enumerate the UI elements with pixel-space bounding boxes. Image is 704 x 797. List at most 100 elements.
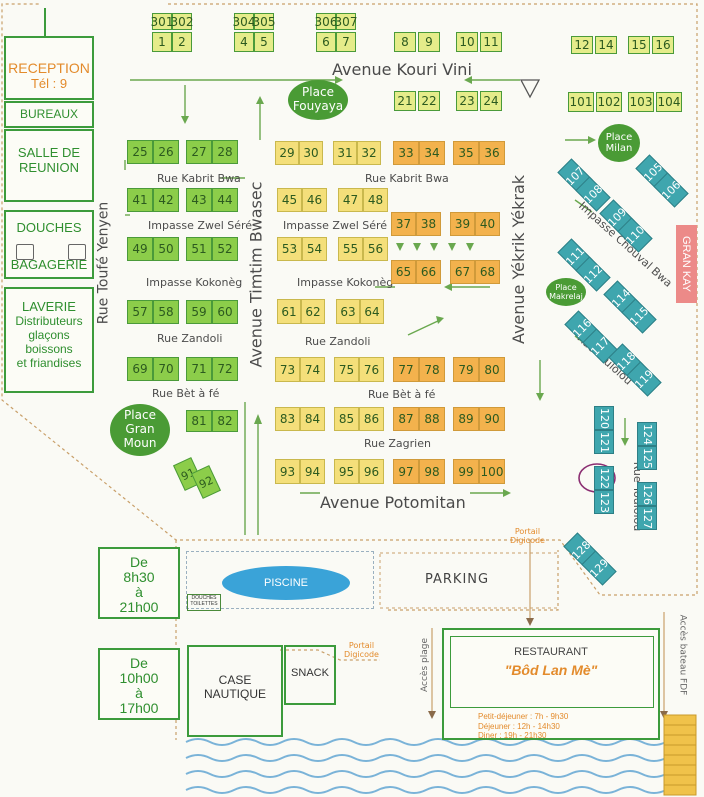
lot-23[interactable]: 23 bbox=[456, 91, 478, 111]
lot-64[interactable]: 64 bbox=[360, 299, 384, 324]
lot-42[interactable]: 42 bbox=[153, 188, 179, 212]
lot-79[interactable]: 79 bbox=[453, 357, 479, 382]
piscine[interactable]: PISCINE bbox=[222, 566, 350, 600]
lot-102[interactable]: 102 bbox=[596, 92, 622, 112]
lot-26[interactable]: 26 bbox=[153, 140, 179, 164]
lot-81[interactable]: 81 bbox=[186, 410, 212, 432]
lot-30[interactable]: 30 bbox=[299, 141, 323, 165]
lot-38[interactable]: 38 bbox=[416, 212, 441, 236]
lot-60[interactable]: 60 bbox=[212, 300, 238, 324]
lot-56[interactable]: 56 bbox=[363, 237, 388, 261]
lot-57[interactable]: 57 bbox=[127, 300, 153, 324]
lot-89[interactable]: 89 bbox=[453, 407, 479, 431]
lot-28[interactable]: 28 bbox=[212, 140, 238, 164]
lot-65[interactable]: 65 bbox=[391, 260, 416, 284]
lot-34[interactable]: 34 bbox=[419, 141, 445, 165]
lot-9[interactable]: 9 bbox=[418, 32, 440, 52]
lot-48[interactable]: 48 bbox=[363, 188, 388, 212]
lot-127[interactable]: 127 bbox=[637, 506, 657, 530]
lot-47[interactable]: 47 bbox=[338, 188, 363, 212]
lot-123[interactable]: 123 bbox=[594, 490, 614, 514]
lot-302[interactable]: 302 bbox=[170, 13, 194, 30]
lot-67[interactable]: 67 bbox=[450, 260, 475, 284]
lot-31[interactable]: 31 bbox=[333, 141, 357, 165]
lot-27[interactable]: 27 bbox=[186, 140, 212, 164]
lot-305[interactable]: 305 bbox=[252, 13, 276, 30]
lot-54[interactable]: 54 bbox=[302, 237, 327, 261]
lot-85[interactable]: 85 bbox=[334, 407, 359, 431]
lot-68[interactable]: 68 bbox=[475, 260, 500, 284]
lot-22[interactable]: 22 bbox=[418, 91, 440, 111]
lot-74[interactable]: 74 bbox=[300, 357, 325, 382]
lot-2[interactable]: 2 bbox=[172, 32, 192, 52]
lot-58[interactable]: 58 bbox=[153, 300, 179, 324]
case-nautique[interactable]: CASE NAUTIQUE bbox=[187, 645, 283, 737]
lot-4[interactable]: 4 bbox=[234, 32, 254, 52]
lot-307[interactable]: 307 bbox=[334, 13, 358, 30]
gran-kay[interactable]: GRAN KAY bbox=[676, 225, 697, 303]
lot-70[interactable]: 70 bbox=[153, 357, 179, 381]
lot-40[interactable]: 40 bbox=[475, 212, 500, 236]
lot-80[interactable]: 80 bbox=[479, 357, 505, 382]
lot-32[interactable]: 32 bbox=[357, 141, 381, 165]
lot-10[interactable]: 10 bbox=[456, 32, 478, 52]
lot-104[interactable]: 104 bbox=[656, 92, 682, 112]
lot-304[interactable]: 304 bbox=[232, 13, 256, 30]
lot-53[interactable]: 53 bbox=[277, 237, 302, 261]
lot-7[interactable]: 7 bbox=[336, 32, 356, 52]
lot-62[interactable]: 62 bbox=[301, 299, 325, 324]
lot-99[interactable]: 99 bbox=[453, 459, 479, 484]
lot-45[interactable]: 45 bbox=[277, 188, 302, 212]
lot-16[interactable]: 16 bbox=[652, 36, 674, 54]
lot-51[interactable]: 51 bbox=[186, 237, 212, 261]
lot-120[interactable]: 120 bbox=[594, 406, 614, 430]
lot-25[interactable]: 25 bbox=[127, 140, 153, 164]
lot-21[interactable]: 21 bbox=[394, 91, 416, 111]
lot-24[interactable]: 24 bbox=[480, 91, 502, 111]
lot-12[interactable]: 12 bbox=[571, 36, 593, 54]
lot-78[interactable]: 78 bbox=[419, 357, 445, 382]
lot-37[interactable]: 37 bbox=[391, 212, 416, 236]
lot-59[interactable]: 59 bbox=[186, 300, 212, 324]
lot-83[interactable]: 83 bbox=[275, 407, 300, 431]
restaurant[interactable]: RESTAURANT "Bôd Lan Mè" Petit-déjeuner :… bbox=[442, 628, 660, 740]
lot-96[interactable]: 96 bbox=[359, 459, 384, 484]
lot-301[interactable]: 301 bbox=[150, 13, 174, 30]
lot-75[interactable]: 75 bbox=[334, 357, 359, 382]
lot-306[interactable]: 306 bbox=[314, 13, 338, 30]
lot-103[interactable]: 103 bbox=[628, 92, 654, 112]
lot-44[interactable]: 44 bbox=[212, 188, 238, 212]
lot-8[interactable]: 8 bbox=[394, 32, 416, 52]
lot-88[interactable]: 88 bbox=[419, 407, 445, 431]
lot-14[interactable]: 14 bbox=[595, 36, 617, 54]
lot-52[interactable]: 52 bbox=[212, 237, 238, 261]
lot-63[interactable]: 63 bbox=[336, 299, 360, 324]
lot-50[interactable]: 50 bbox=[153, 237, 179, 261]
lot-101[interactable]: 101 bbox=[568, 92, 594, 112]
lot-90[interactable]: 90 bbox=[479, 407, 505, 431]
lot-77[interactable]: 77 bbox=[393, 357, 419, 382]
lot-93[interactable]: 93 bbox=[275, 459, 300, 484]
lot-84[interactable]: 84 bbox=[300, 407, 325, 431]
lot-36[interactable]: 36 bbox=[479, 141, 505, 165]
lot-1[interactable]: 1 bbox=[152, 32, 172, 52]
lot-97[interactable]: 97 bbox=[393, 459, 419, 484]
lot-124[interactable]: 124 bbox=[637, 422, 657, 446]
snack[interactable]: SNACK bbox=[284, 645, 336, 705]
lot-73[interactable]: 73 bbox=[275, 357, 300, 382]
lot-87[interactable]: 87 bbox=[393, 407, 419, 431]
lot-11[interactable]: 11 bbox=[480, 32, 502, 52]
lot-121[interactable]: 121 bbox=[594, 430, 614, 454]
lot-46[interactable]: 46 bbox=[302, 188, 327, 212]
lot-125[interactable]: 125 bbox=[637, 446, 657, 470]
lot-43[interactable]: 43 bbox=[186, 188, 212, 212]
lot-29[interactable]: 29 bbox=[275, 141, 299, 165]
lot-55[interactable]: 55 bbox=[338, 237, 363, 261]
lot-39[interactable]: 39 bbox=[450, 212, 475, 236]
lot-82[interactable]: 82 bbox=[212, 410, 238, 432]
lot-95[interactable]: 95 bbox=[334, 459, 359, 484]
lot-100[interactable]: 100 bbox=[479, 459, 505, 484]
lot-5[interactable]: 5 bbox=[254, 32, 274, 52]
